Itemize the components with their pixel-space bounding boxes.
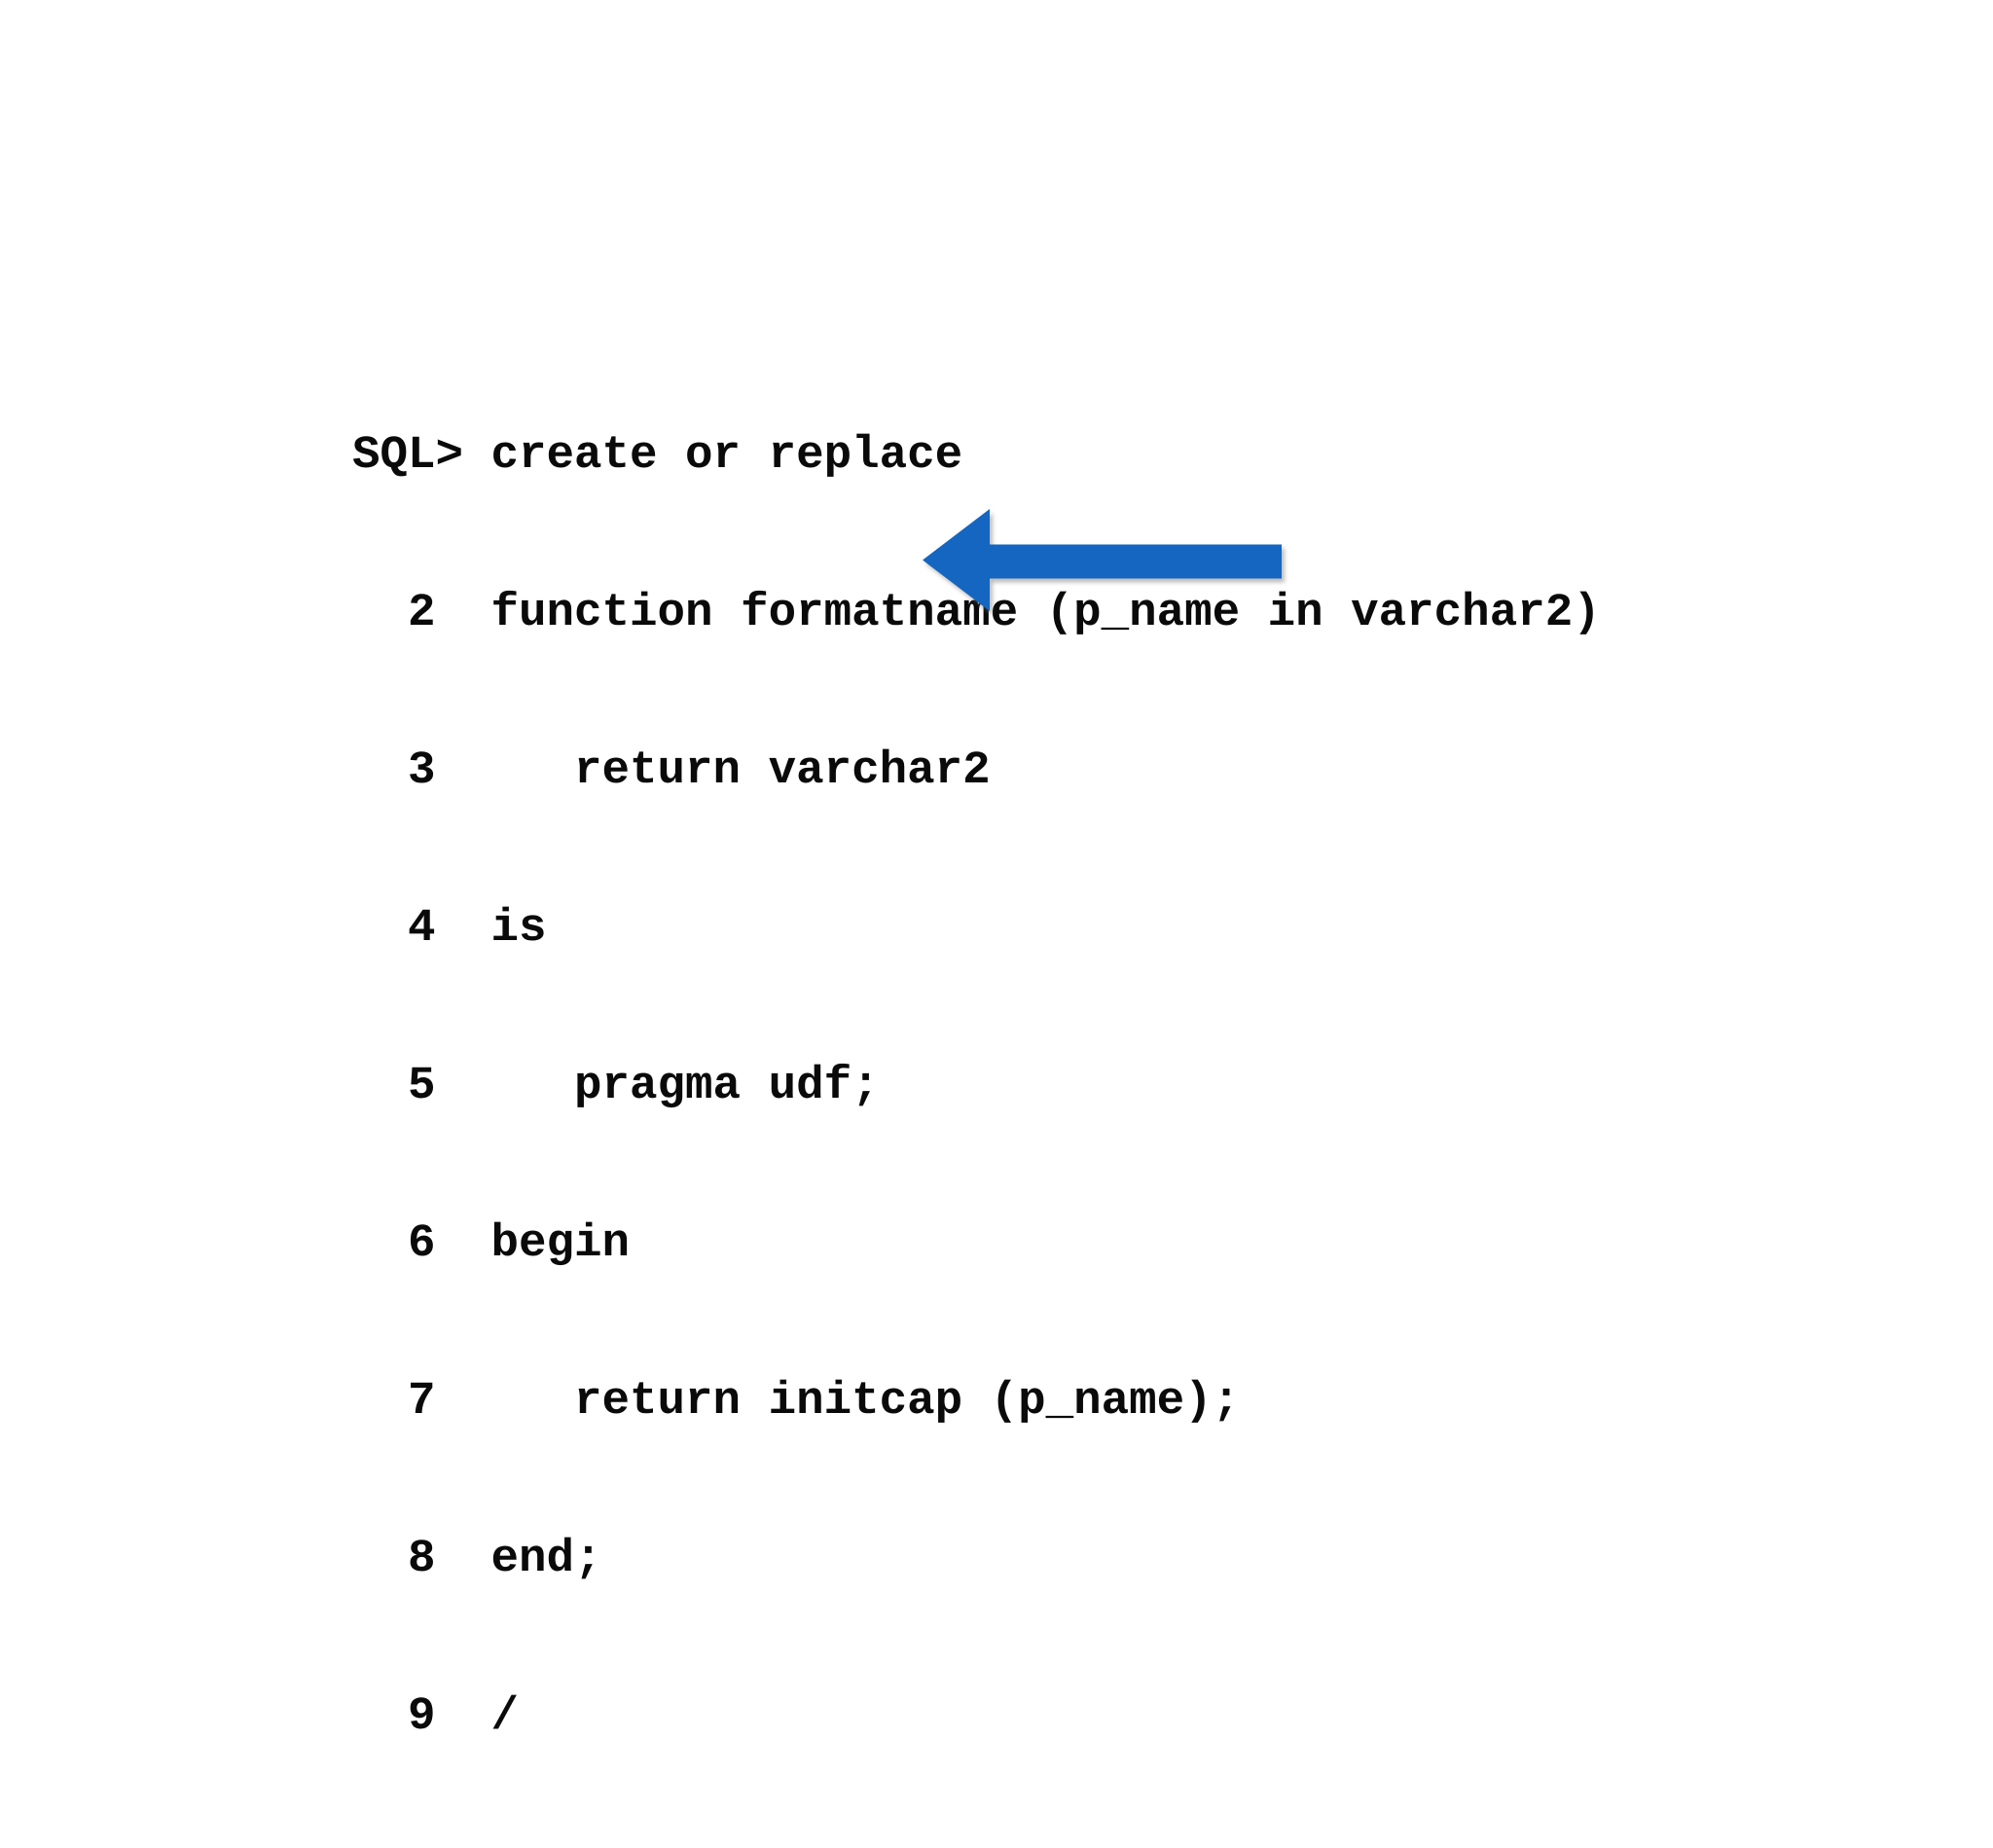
code-line-7: 7 return initcap (p_name);: [352, 1375, 1241, 1428]
code-line-6: 6 begin: [352, 1217, 631, 1270]
code-line-5: 5 pragma udf;: [352, 1060, 880, 1112]
code-line-1: SQL> create or replace: [352, 429, 963, 482]
code-line-9: 9 /: [352, 1690, 520, 1743]
slide-canvas: SQL> create or replace 2 function format…: [352, 429, 1601, 1743]
code-line-4: 4 is: [352, 902, 547, 955]
left-block-arrow-shape: [923, 509, 1282, 611]
code-line-3: 3 return varchar2: [352, 744, 991, 797]
screenshot-root: { "background_color": "#ffffff", "termin…: [352, 429, 1601, 1743]
code-line-8: 8 end;: [352, 1533, 602, 1585]
left-block-arrow-icon: [923, 509, 1282, 611]
